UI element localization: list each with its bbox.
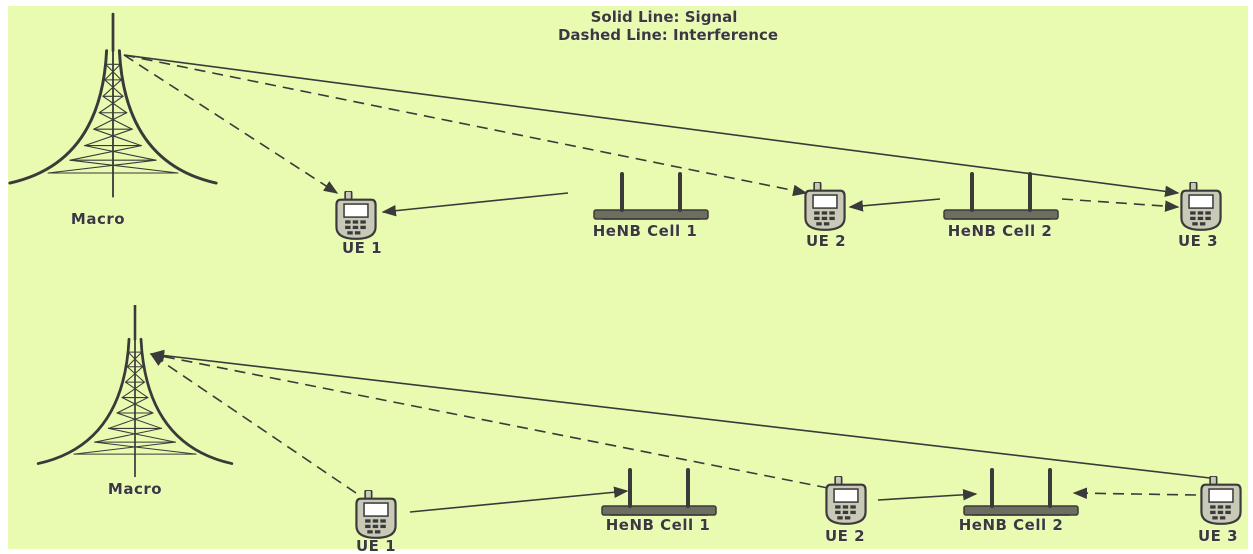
ue1-henb1-signal: [409, 486, 629, 513]
macro-ue1-interference: [123, 54, 339, 194]
scenario-2: Macro UE 1 UE 2 UE 3 HeNB Cell 1 HeNB Ce…: [36, 305, 1242, 554]
macro-label: Macro: [71, 210, 125, 228]
legend-interference: Dashed Line: Interference: [558, 26, 778, 44]
henb1-label: HeNB Cell 1: [606, 516, 711, 534]
henb2-label: HeNB Cell 2: [948, 222, 1053, 240]
macro-label: Macro: [108, 480, 162, 498]
legend-signal: Solid Line: Signal: [591, 8, 738, 26]
macro-ue3-signal: [123, 54, 1180, 198]
diagram-background: [8, 6, 1248, 549]
scenario-1: Macro UE 1 UE 2 UE 3 HeNB Cell 1 HeNB Ce…: [8, 12, 1222, 257]
ue2-henb2-signal: [877, 489, 978, 501]
ue3-label: UE 3: [1178, 232, 1218, 250]
henb1-ue1-signal: [381, 192, 569, 217]
ue2-label: UE 2: [825, 527, 865, 545]
ue2-macro-interference: [149, 350, 829, 489]
henb1-label: HeNB Cell 1: [593, 222, 698, 240]
henb2-ue3-interference: [1061, 198, 1180, 212]
ue1-label: UE 1: [342, 239, 382, 257]
links-scenario-2: [149, 349, 1211, 513]
ue3-henb2-interference: [1072, 487, 1197, 499]
ue2-label: UE 2: [806, 232, 846, 250]
henb2-ue2-signal: [848, 198, 941, 212]
ue1-macro-interference: [149, 353, 357, 494]
links-scenario-1: [123, 54, 1180, 217]
ue1-label: UE 1: [356, 537, 396, 554]
henb2-label: HeNB Cell 2: [959, 516, 1064, 534]
ue3-label: UE 3: [1198, 527, 1238, 545]
macro-ue2-interference: [123, 54, 808, 197]
ue3-macro-signal: [149, 349, 1211, 479]
